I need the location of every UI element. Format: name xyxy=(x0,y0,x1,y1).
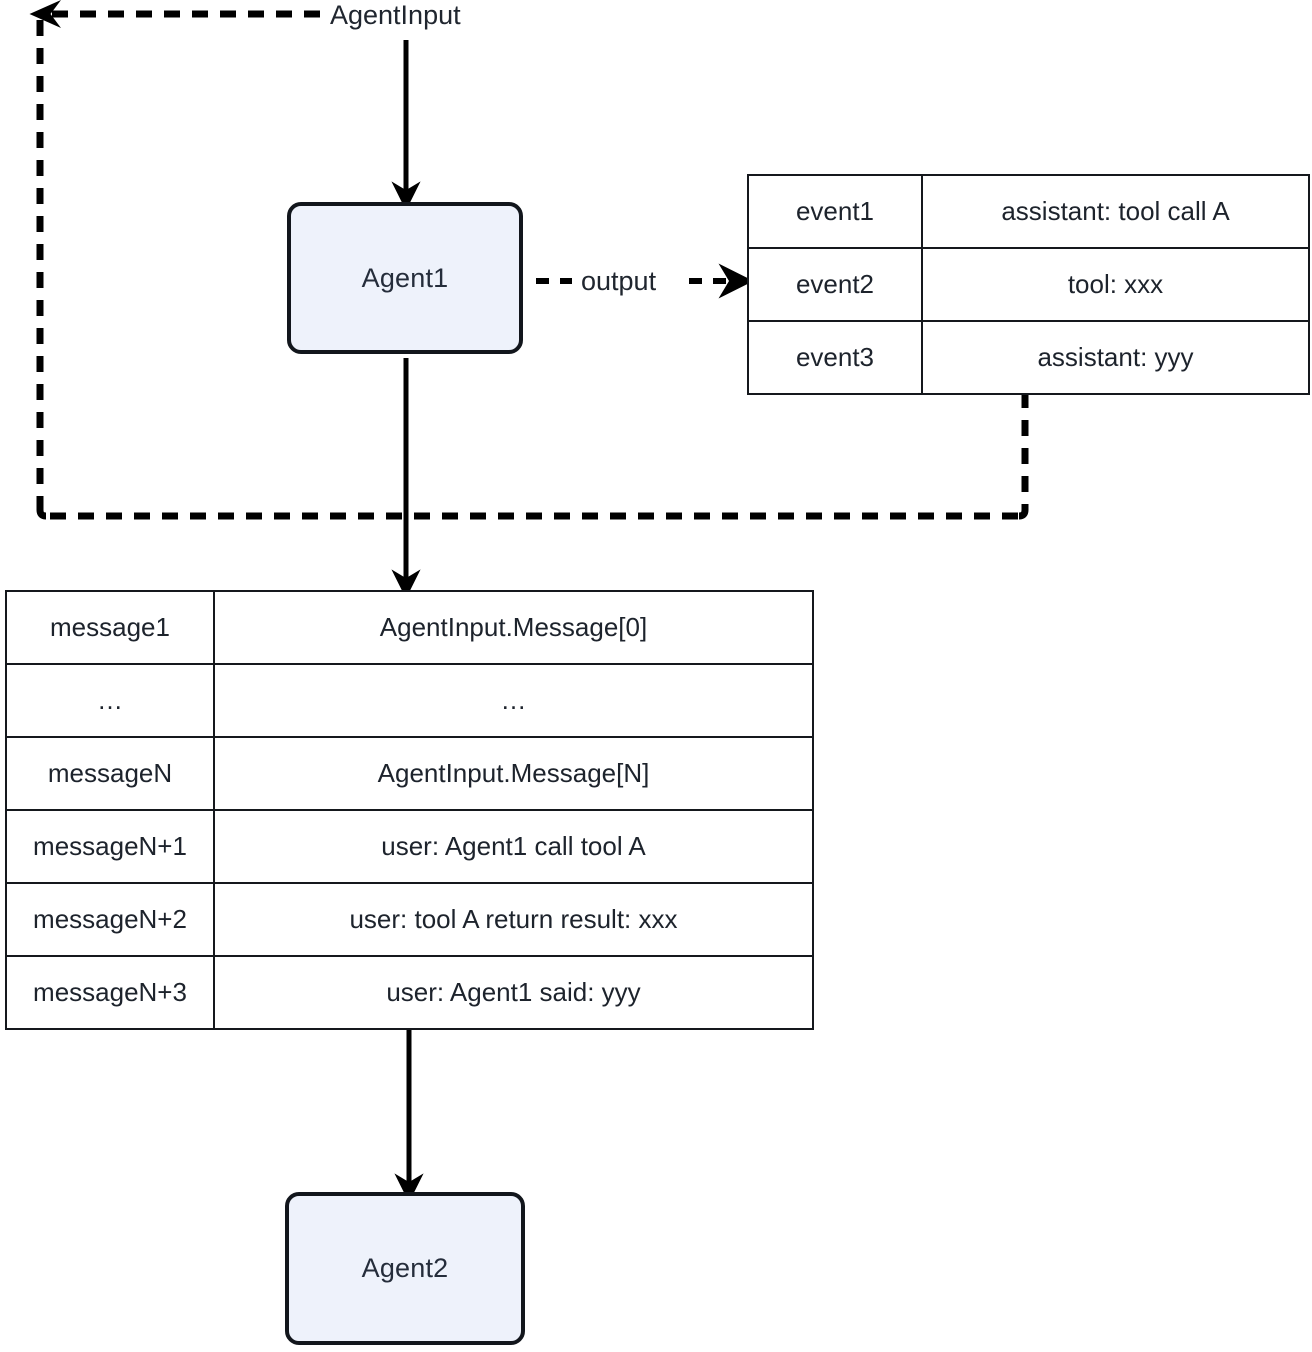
edge-events-feedback xyxy=(36,392,1029,520)
event-table-body: event1 assistant: tool call A event2 too… xyxy=(747,174,1310,395)
message-key-cell: messageN+2 xyxy=(5,882,215,957)
message-value-cell: AgentInput.Message[0] xyxy=(213,590,814,665)
table-row: event3 assistant: yyy xyxy=(747,320,1310,395)
message-value-cell: user: tool A return result: xxx xyxy=(213,882,814,957)
message-key-cell: … xyxy=(5,663,215,738)
event-value-cell: tool: xxx xyxy=(921,247,1310,322)
node-agent1[interactable]: Agent1 xyxy=(287,202,523,354)
table-row: messageN AgentInput.Message[N] xyxy=(5,736,814,811)
event-key-cell: event2 xyxy=(747,247,923,322)
message-key-cell: message1 xyxy=(5,590,215,665)
table-row: messageN+2 user: tool A return result: x… xyxy=(5,882,814,957)
edge-label-output: output xyxy=(581,266,657,296)
message-key-cell: messageN+3 xyxy=(5,955,215,1030)
edge-label-agent-input: AgentInput xyxy=(330,0,461,30)
event-key-cell: event3 xyxy=(747,320,923,395)
edge-agent-input-dashed xyxy=(29,0,320,510)
table-row: messageN+1 user: Agent1 call tool A xyxy=(5,809,814,884)
event-table: event1 assistant: tool call A event2 too… xyxy=(747,174,1310,395)
node-agent2[interactable]: Agent2 xyxy=(285,1192,525,1345)
event-key-cell: event1 xyxy=(747,174,923,249)
message-value-cell: … xyxy=(213,663,814,738)
table-row: messageN+3 user: Agent1 said: yyy xyxy=(5,955,814,1030)
message-value-cell: user: Agent1 said: yyy xyxy=(213,955,814,1030)
message-table-body: message1 AgentInput.Message[0] … … messa… xyxy=(5,590,814,1030)
message-table: message1 AgentInput.Message[0] … … messa… xyxy=(5,590,814,1030)
message-value-cell: AgentInput.Message[N] xyxy=(213,736,814,811)
table-row: event1 assistant: tool call A xyxy=(747,174,1310,249)
node-agent2-label: Agent2 xyxy=(361,1253,449,1283)
message-value-cell: user: Agent1 call tool A xyxy=(213,809,814,884)
event-value-cell: assistant: tool call A xyxy=(921,174,1310,249)
table-row: message1 AgentInput.Message[0] xyxy=(5,590,814,665)
message-key-cell: messageN+1 xyxy=(5,809,215,884)
table-row: … … xyxy=(5,663,814,738)
message-key-cell: messageN xyxy=(5,736,215,811)
event-value-cell: assistant: yyy xyxy=(921,320,1310,395)
table-row: event2 tool: xxx xyxy=(747,247,1310,322)
node-agent1-label: Agent1 xyxy=(361,262,449,293)
